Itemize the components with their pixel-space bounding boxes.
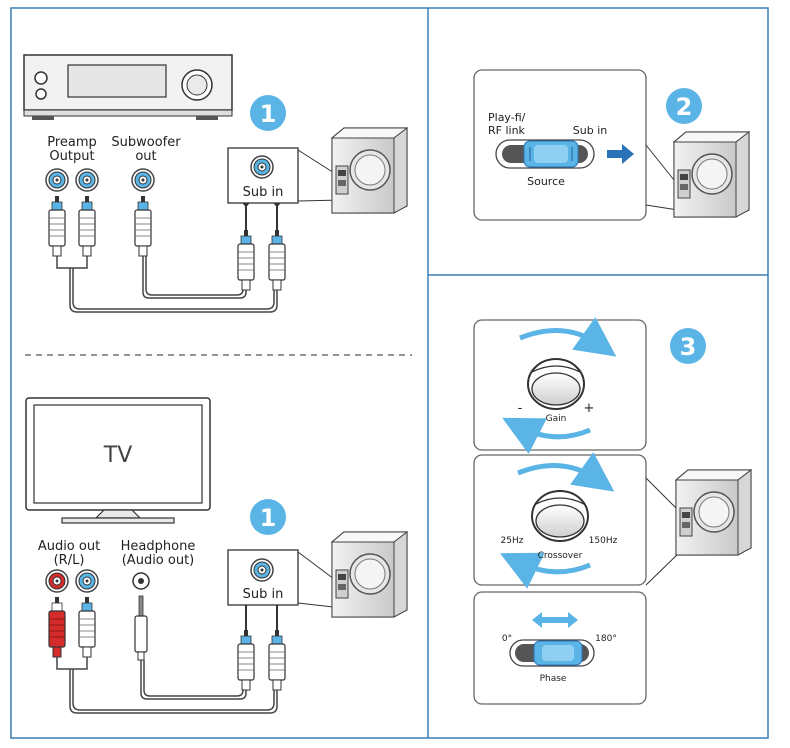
subwoofer-speaker [331,531,408,618]
sub-in-label: Sub in [243,587,284,602]
headphone-label-line1: Headphone [121,539,196,554]
source-left-label-line1: Play-fi/ [488,111,526,124]
television: TV [25,397,211,524]
step-number: 1 [260,100,277,128]
sub-in-callout-bottom: Sub in [227,549,343,609]
subwoofer-speaker [673,131,750,218]
gain-caption: Gain [546,414,567,424]
headphone-plug [134,595,148,661]
phase-caption: Phase [540,674,567,684]
rca-plug [237,229,255,291]
preamp-jack-left [45,168,69,192]
crossover-knob [531,490,589,542]
audio-out-jack-left [75,569,99,593]
source-left-label-line2: RF link [488,124,526,137]
crossover-caption: Crossover [538,551,583,561]
outer-frame [10,7,769,739]
step-number: 1 [260,504,277,532]
step-1-badge-bottom: 1 [250,499,286,535]
step-1-badge-top: 1 [250,95,286,131]
source-caption: Source [527,175,565,188]
double-arrow-icon [532,612,578,628]
arrow-right-icon [607,144,634,164]
step-number: 2 [676,93,693,121]
rca-plug [48,195,66,257]
phase-switch [509,639,595,667]
gain-knob [527,358,585,410]
gain-plus: + [584,401,595,416]
rca-plug [134,195,152,257]
subwoofer-speaker [675,469,752,556]
cables-top [56,256,278,313]
av-receiver [23,54,233,120]
preamp-label-line1: Preamp [47,135,97,150]
crossover-high-label: 150Hz [589,536,618,546]
rotate-clockwise-arrow [517,452,615,492]
sub-in-callout-top: Sub in [227,147,343,204]
rotate-counterclockwise-arrow [500,552,591,589]
sub-out-label-line2: out [135,149,156,164]
rotate-counterclockwise-arrow [502,417,591,454]
headphone-jack [132,572,150,590]
step-number: 3 [680,333,697,361]
subwoofer-speaker [331,127,408,214]
audio-out-jack-right [45,569,69,593]
tv-screen-label: TV [103,443,133,468]
phase-right-label: 180° [595,634,617,644]
source-switch [495,139,595,169]
rotate-clockwise-arrow [519,317,617,357]
subwoofer-out-jack [131,168,155,192]
gain-minus: - [518,401,523,416]
cables-bottom [56,657,278,714]
rca-plug [268,629,286,691]
phase-left-label: 0° [502,634,512,644]
audio-out-label-line1: Audio out [38,539,100,554]
audio-out-label-line2: (R/L) [54,553,85,568]
step-3-badge: 3 [670,328,706,364]
crossover-low-label: 25Hz [501,536,524,546]
rca-plug [78,195,96,257]
preamp-jack-right [75,168,99,192]
rca-plug [237,629,255,691]
rca-plug [268,229,286,291]
rca-plug-red [48,596,66,658]
headphone-label-line2: (Audio out) [122,553,195,568]
source-right-label: Sub in [573,124,607,137]
preamp-label-line2: Output [49,149,94,164]
step-2-badge: 2 [666,88,702,124]
rca-plug [78,596,96,658]
sub-out-label-line1: Subwoofer [111,135,181,150]
sub-in-label: Sub in [243,185,284,200]
